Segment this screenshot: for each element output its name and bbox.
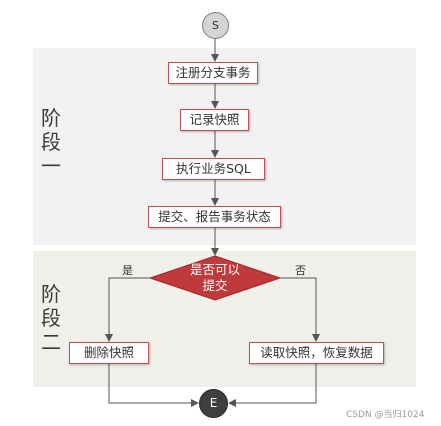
delete-snapshot-step: 删除快照: [69, 342, 149, 364]
phase-two-label-char: 段: [41, 306, 61, 330]
record-snapshot-step: 记录快照: [180, 109, 249, 131]
decision-label-line: 提交: [202, 278, 228, 293]
phase-one-label-char: 段: [41, 130, 61, 154]
submit-report-step: 提交、报告事务状态: [148, 206, 281, 228]
edge-delete-end: [108, 364, 199, 407]
phase-one-label-char: 阶: [41, 106, 61, 130]
start-node: S: [202, 12, 229, 39]
decision-label: 是否可以 提交: [176, 262, 254, 294]
watermark: CSDN @当归1024: [346, 410, 425, 420]
decision-diamond: [148, 255, 282, 301]
phase-two-label-char: 阶: [41, 282, 61, 306]
phase-two-label: 阶 段 二: [38, 282, 64, 354]
restore-data-step: 读取快照，恢复数据: [249, 342, 384, 364]
phase-one-label-char: 一: [41, 154, 61, 178]
edge-restore-end: [228, 364, 317, 407]
branch-no-label: 否: [295, 264, 306, 277]
decision-label-line: 是否可以: [189, 262, 240, 277]
edge-decision-no: [280, 277, 320, 342]
execute-sql-step: 执行业务SQL: [162, 158, 265, 180]
phase-one-label: 阶 段 一: [38, 106, 64, 178]
register-branch-step: 注册分支事务: [168, 62, 258, 84]
phase-two-label-char: 二: [41, 330, 61, 354]
branch-yes-label: 是: [122, 264, 133, 277]
edge-decision-yes: [105, 277, 150, 342]
end-node: E: [199, 389, 228, 418]
